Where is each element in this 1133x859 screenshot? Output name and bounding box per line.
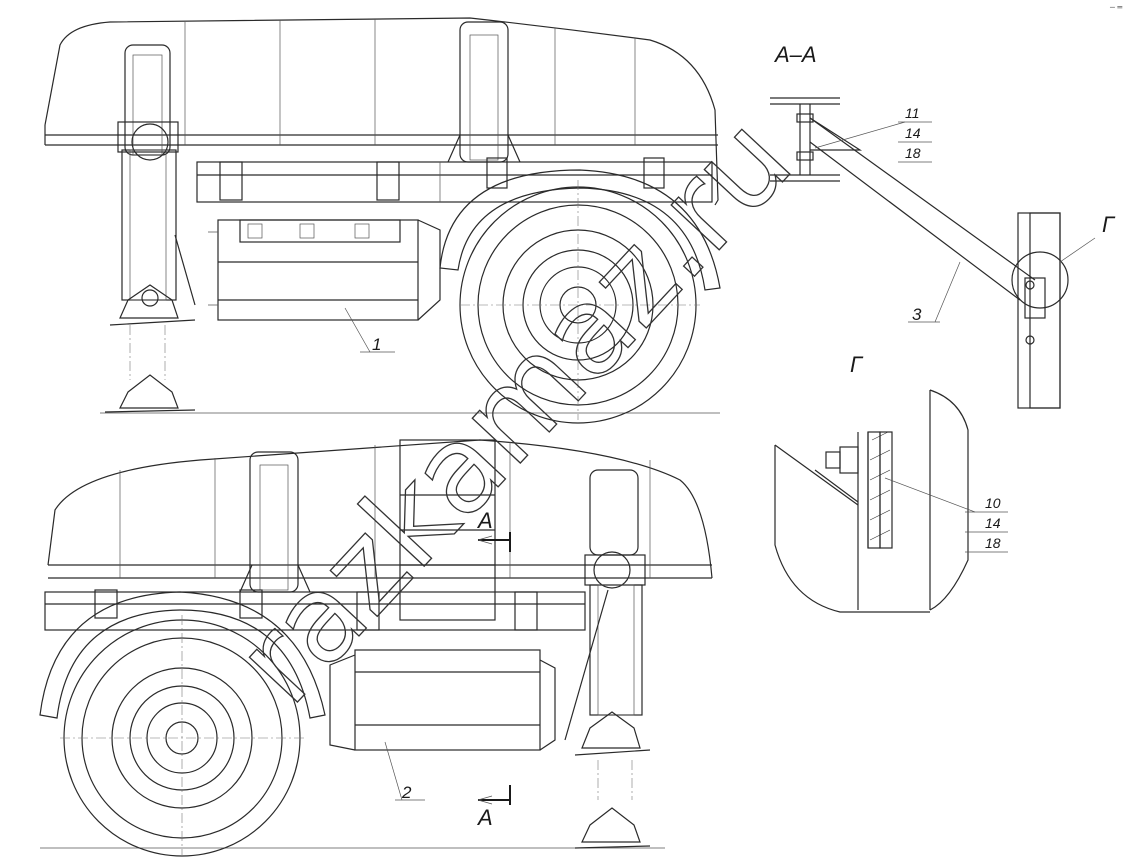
detail-mark: Г — [1102, 212, 1116, 237]
section-a-a: А–А Г 11 14 18 3 — [770, 42, 1116, 409]
section-mark-bottom: А — [476, 805, 493, 830]
callout-18: 18 — [905, 145, 921, 161]
part-2-box — [354, 649, 541, 751]
callout-18-detail: 18 — [985, 535, 1001, 551]
section-mark-top: А — [476, 508, 493, 533]
detail-title: Г — [850, 352, 864, 377]
part-3-label: 3 — [912, 305, 922, 324]
part-1-label: 1 — [372, 335, 381, 354]
top-side-view: 1 — [44, 17, 721, 424]
rear-wheel-top — [439, 169, 721, 424]
detail-g: Г 10 14 18 — [774, 352, 1008, 613]
bottom-side-view: А А 2 — [39, 439, 713, 857]
tarpaulin-top — [44, 17, 719, 206]
rear-wheel-bottom — [39, 591, 326, 857]
callout-14-detail: 14 — [985, 515, 1001, 531]
section-title: А–А — [773, 42, 817, 67]
tarpaulin-bottom — [47, 439, 713, 579]
detail-circle — [1011, 251, 1069, 309]
callout-10: 10 — [985, 495, 1001, 511]
part-2-label: 2 — [401, 783, 412, 802]
callout-11: 11 — [905, 105, 920, 121]
callout-14: 14 — [905, 125, 921, 141]
corner-mark: ─ ═ — [1109, 3, 1122, 12]
watermark: razkamaz.ru — [210, 91, 819, 730]
